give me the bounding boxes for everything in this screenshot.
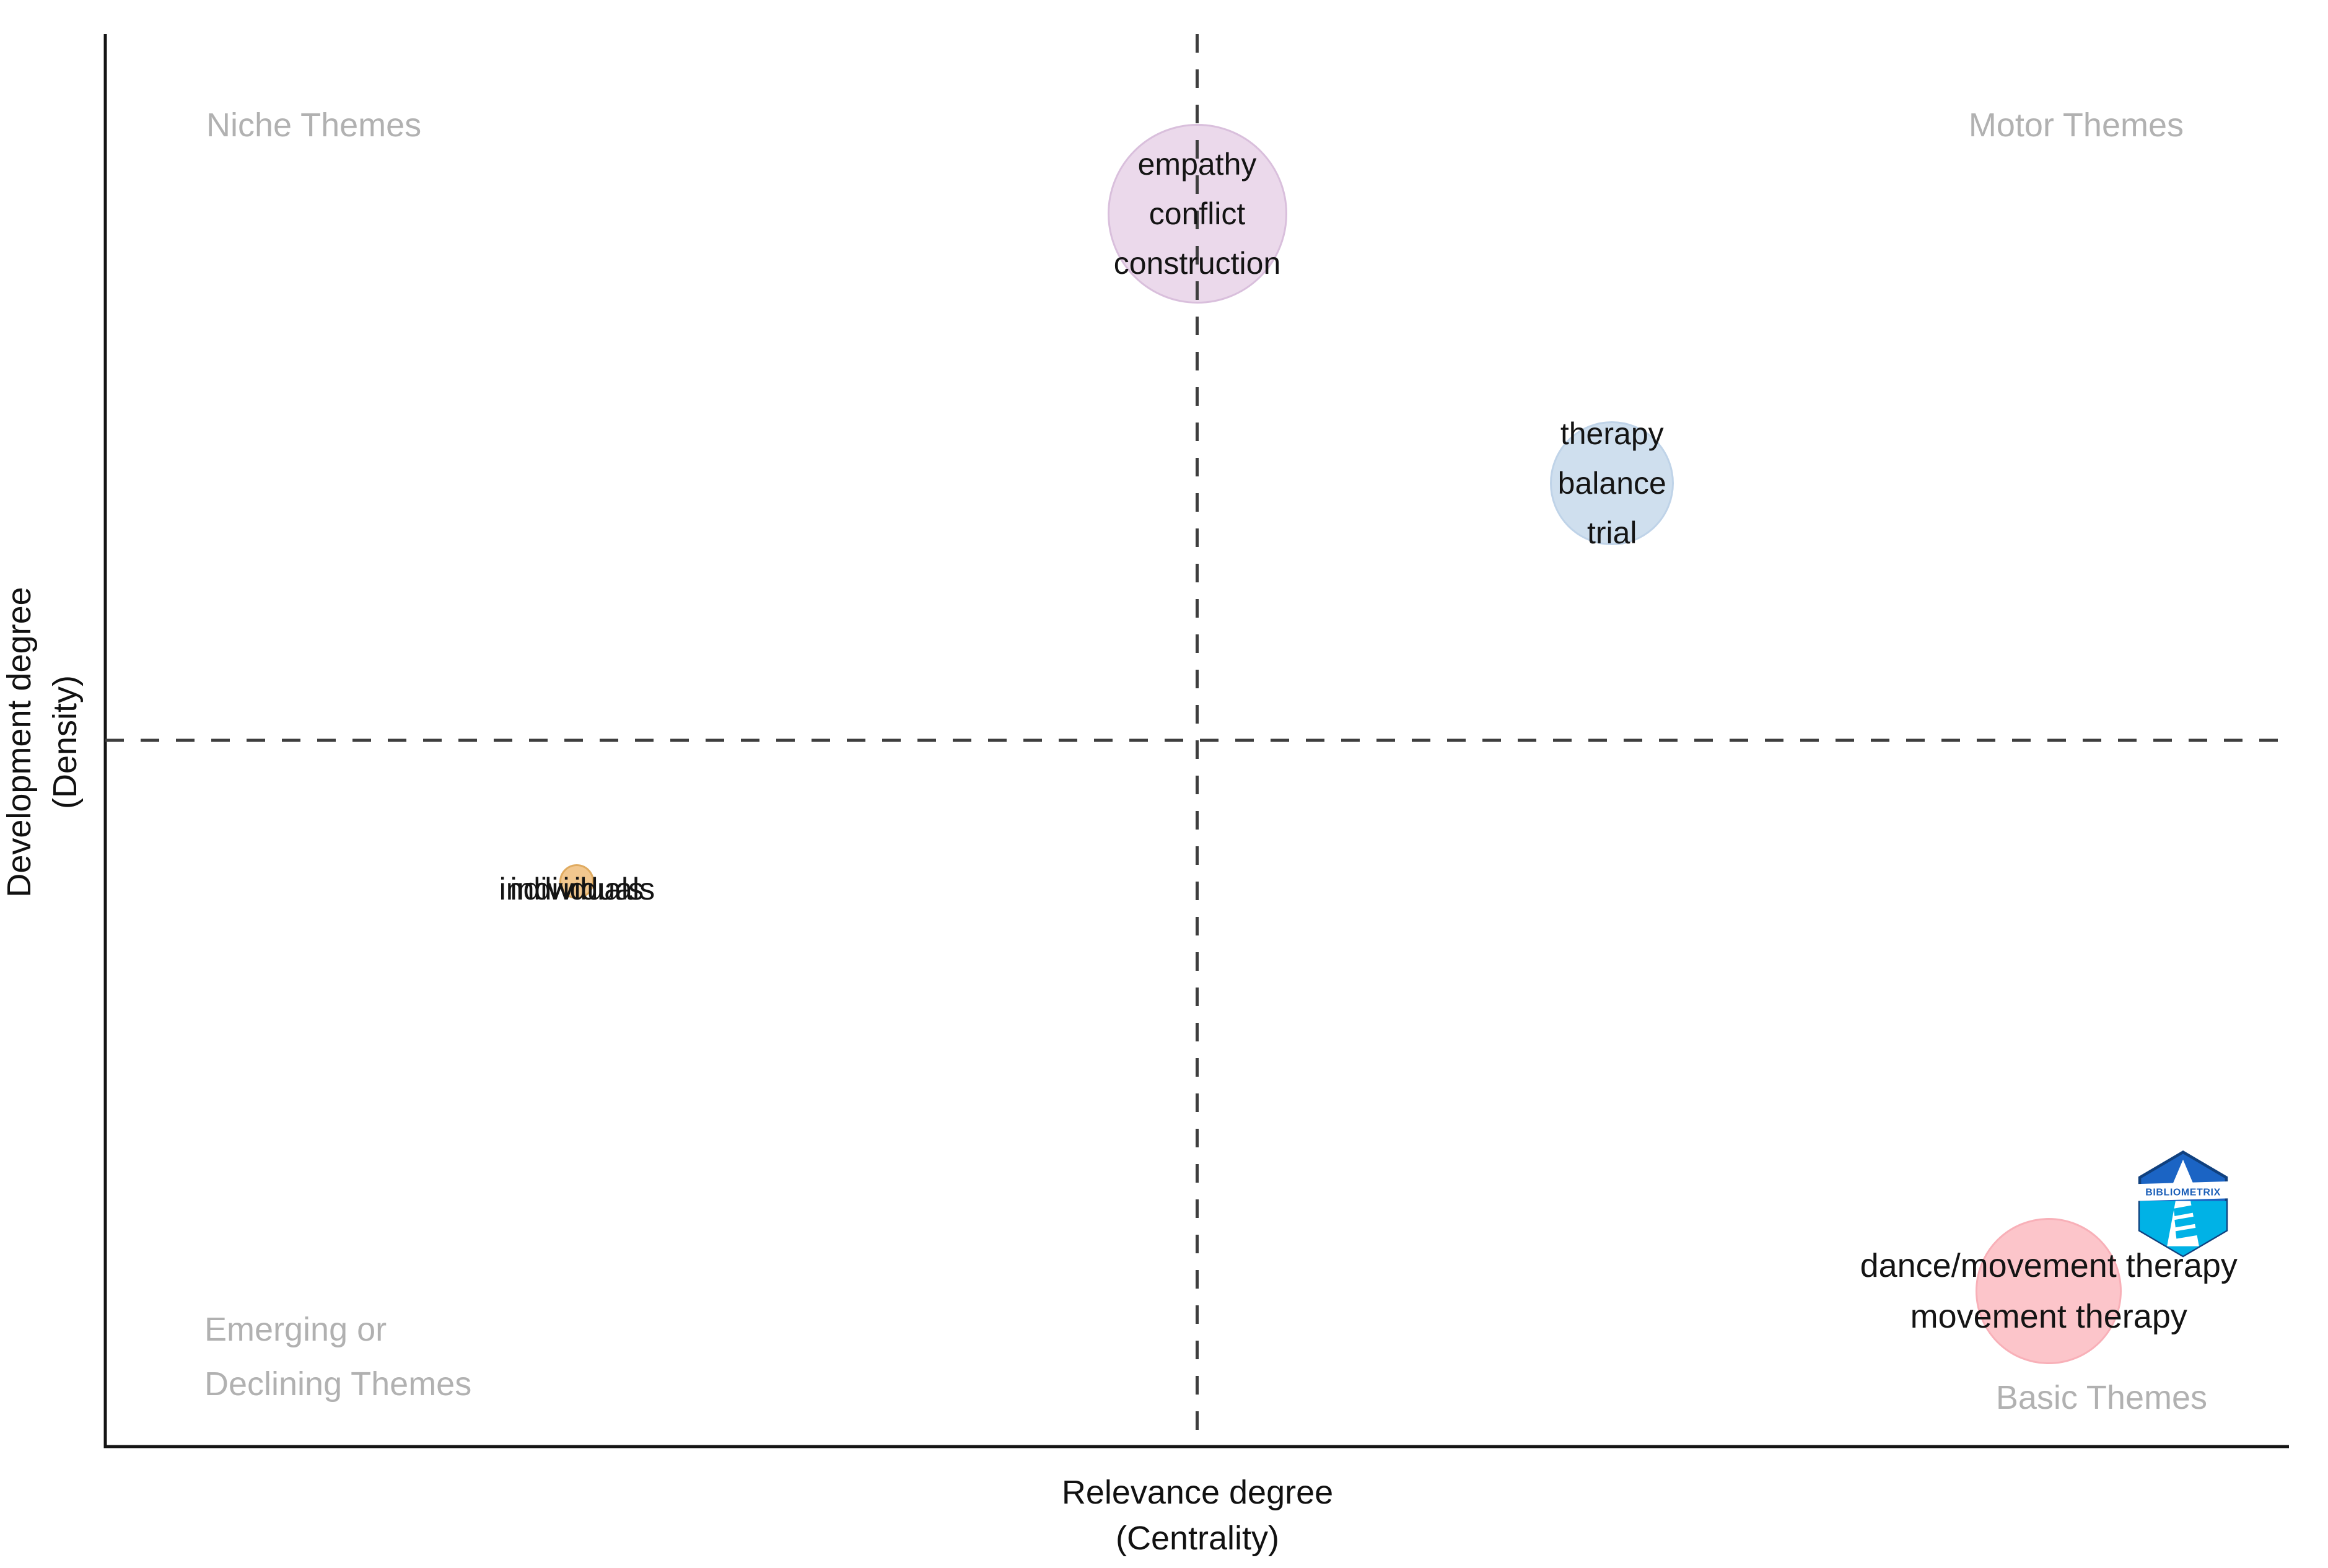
cluster-0-term-2: construction	[1113, 245, 1281, 281]
bibliometrix-logo: BIBLIOMETRIX	[2133, 1150, 2233, 1259]
axis-lines	[103, 34, 2289, 1448]
cluster-0-term-0: empathy	[1137, 146, 1257, 182]
cluster-1-term-0: therapy	[1560, 416, 1664, 452]
cluster-1-label: therapy balance trial	[1558, 409, 1666, 558]
cluster-bubble-1	[1550, 421, 1674, 546]
cluster-0-label: empathy conflict construction	[1114, 139, 1281, 288]
logo-band	[2133, 1181, 2233, 1201]
cluster-3-term-0: dance/movement therapy	[1860, 1247, 2238, 1285]
cluster-bubble-2	[559, 864, 595, 899]
logo-text: BIBLIOMETRIX	[2145, 1188, 2221, 1198]
logo-lighthouse-top	[2173, 1159, 2194, 1185]
cluster-1-term-1: balance	[1557, 466, 1666, 501]
logo-lighthouse-stripes	[2173, 1204, 2199, 1239]
cluster-0-term-1: conflict	[1149, 196, 1246, 231]
cluster-1-term-2: trial	[1586, 515, 1637, 551]
cluster-2-term-0: individuals	[499, 872, 644, 906]
cluster-bubble-3	[1976, 1218, 2122, 1365]
cluster-3-label: dance/movement therapy movement therapy	[1860, 1240, 2238, 1342]
cluster-3-term-1: movement therapy	[1910, 1298, 2187, 1336]
cluster-2-term-1: individuals	[510, 872, 655, 906]
